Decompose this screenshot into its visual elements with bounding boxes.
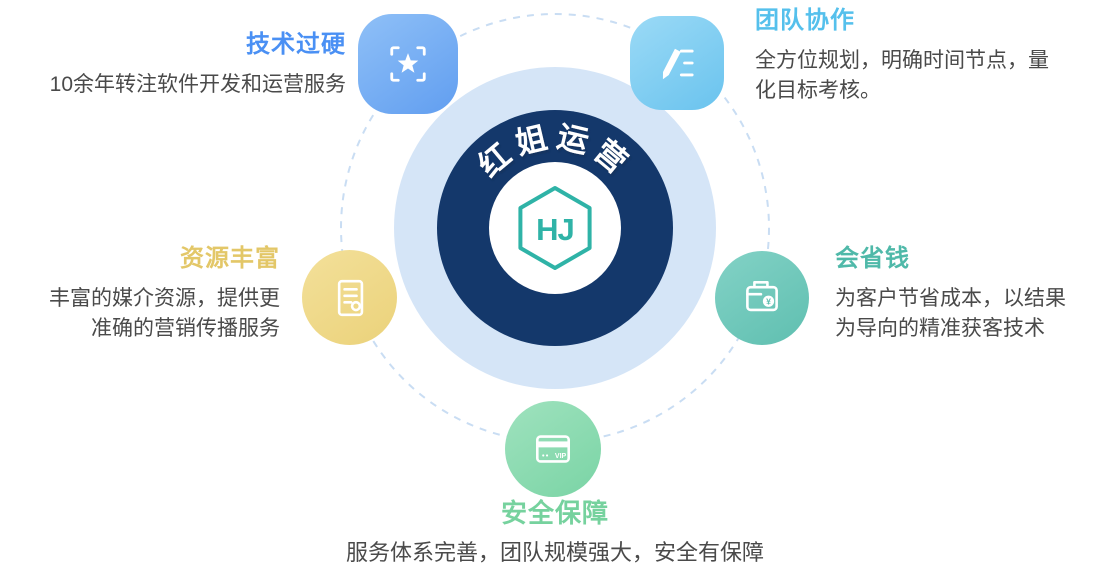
feature-tech-desc: 10余年转注软件开发和运营服务 [49, 73, 346, 96]
feature-security: 安全保障 服务体系完善，团队规模强大，安全有保障 [295, 498, 815, 568]
feature-money: 会省钱 为客户节省成本，以结果为导向的精准获客技术 [835, 244, 1080, 344]
feature-teamwork-title: 团队协作 [755, 7, 855, 34]
feature-tech: 技术过硬 10余年转注软件开发和运营服务 [0, 30, 346, 100]
money-wallet-yuan-icon: ¥ [715, 251, 809, 345]
vip-label: VIP [555, 453, 567, 460]
center-white-circle [489, 162, 621, 294]
yuan-symbol: ¥ [766, 297, 771, 307]
tech-star-scan-icon [358, 14, 458, 114]
resources-document-icon [302, 250, 397, 345]
feature-resources: 资源丰富 丰富的媒介资源，提供更准确的营销传播服务 [35, 244, 280, 344]
feature-resources-title: 资源丰富 [180, 245, 280, 272]
feature-teamwork-desc: 全方位规划，明确时间节点，量化目标考核。 [755, 49, 1049, 102]
security-vip-card-icon: VIP [505, 401, 601, 497]
feature-teamwork: 团队协作 全方位规划，明确时间节点，量化目标考核。 [755, 6, 1055, 106]
teamwork-pen-list-icon [630, 16, 724, 110]
feature-resources-desc: 丰富的媒介资源，提供更准确的营销传播服务 [49, 287, 280, 340]
brand-logo-text: HJ [536, 212, 574, 247]
feature-money-title: 会省钱 [835, 245, 910, 272]
feature-security-title: 安全保障 [500, 498, 609, 528]
feature-tech-title: 技术过硬 [246, 31, 346, 58]
feature-security-desc: 服务体系完善，团队规模强大，安全有保障 [345, 540, 764, 565]
feature-money-desc: 为客户节省成本，以结果为导向的精准获客技术 [835, 287, 1066, 340]
brand-hexagon-logo [518, 186, 592, 270]
